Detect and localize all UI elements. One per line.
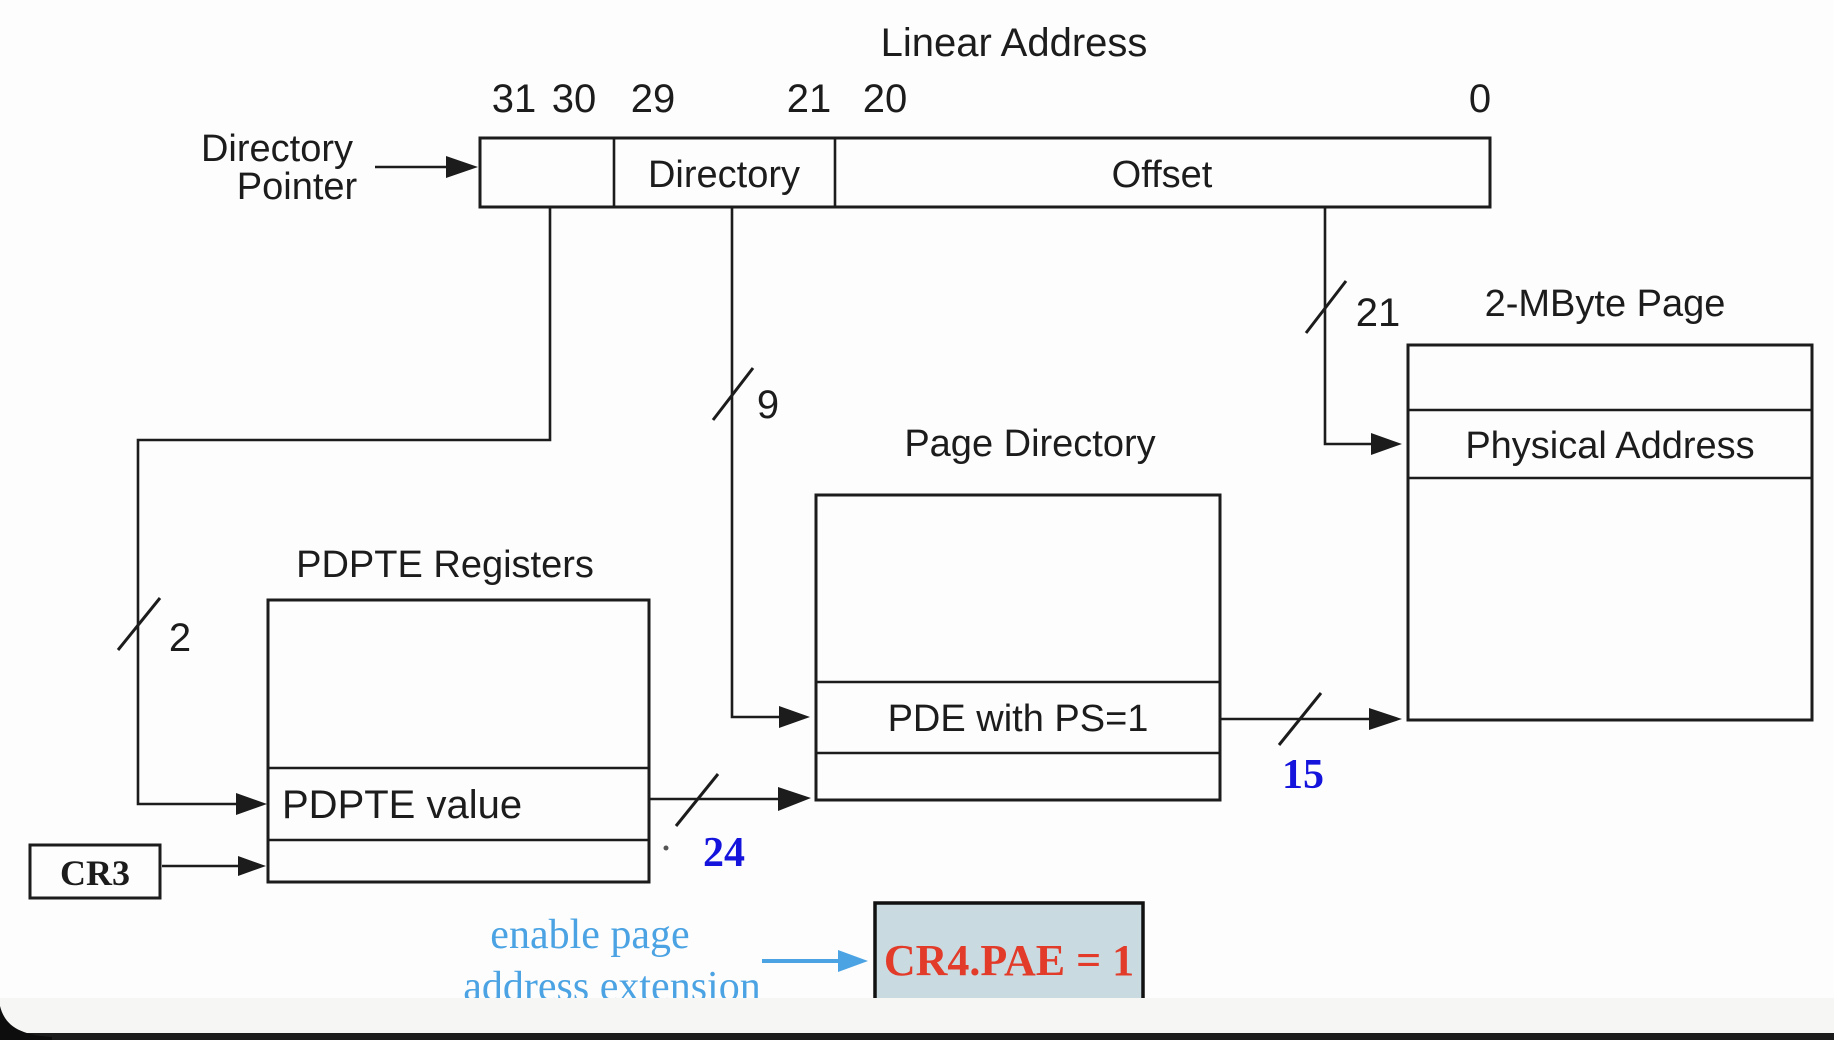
cr3-arrowhead-icon bbox=[238, 856, 266, 876]
bus-width-2-label: 2 bbox=[169, 616, 191, 660]
page-title: 2-MByte Page bbox=[1485, 283, 1726, 325]
section-offset-label: Offset bbox=[1112, 154, 1213, 196]
bus-offset-arrowhead-icon bbox=[1371, 433, 1402, 455]
physical-address-row-label: Physical Address bbox=[1465, 425, 1754, 467]
bit-label-20: 20 bbox=[863, 77, 908, 121]
bus-width-21-label: 21 bbox=[1356, 291, 1401, 335]
cr3-label: CR3 bbox=[60, 853, 130, 893]
bus-offset-line bbox=[1323, 207, 1384, 446]
bus-width-2-tick bbox=[116, 597, 162, 651]
annotation-arrowhead-icon bbox=[838, 950, 868, 972]
pdpte-registers-box bbox=[266, 598, 651, 884]
bus-width-24-tick bbox=[674, 773, 720, 827]
bottom-left-corner bbox=[0, 1006, 52, 1040]
pdpte-to-pd-arrowhead-icon bbox=[778, 787, 811, 811]
bit-label-31: 31 bbox=[492, 77, 537, 121]
linear-address-box bbox=[478, 136, 1492, 209]
directory-pointer-label-line1: Directory bbox=[201, 128, 353, 170]
bus-directory-pointer-line bbox=[136, 207, 552, 806]
pde-to-page-arrowhead-icon bbox=[1369, 708, 1402, 730]
pdpte-registers-title: PDPTE Registers bbox=[296, 544, 594, 586]
bottom-edge-bar bbox=[0, 1033, 1834, 1040]
pdpte-value-row-label: PDPTE value bbox=[282, 783, 522, 827]
cr3-box bbox=[28, 843, 162, 900]
bus-width-21-tick bbox=[1304, 280, 1348, 334]
bus-width-15-tick bbox=[1277, 692, 1323, 746]
bit-label-0: 0 bbox=[1469, 77, 1491, 121]
bit-labels: 31 30 29 21 20 0 bbox=[492, 77, 1491, 121]
page-directory-box bbox=[814, 493, 1222, 802]
bus-width-9-tick bbox=[711, 367, 755, 421]
bit-label-21: 21 bbox=[787, 77, 832, 121]
cr4-pae-label: CR4.PAE = 1 bbox=[884, 936, 1134, 985]
bus-width-9-label: 9 bbox=[757, 383, 779, 427]
bus-width-15-label: 15 bbox=[1282, 752, 1324, 798]
page-box bbox=[1406, 343, 1814, 722]
page-directory-title: Page Directory bbox=[904, 423, 1155, 465]
directory-pointer-arrowhead-icon bbox=[446, 156, 478, 178]
bit-label-29: 29 bbox=[631, 77, 676, 121]
bus-directory-line bbox=[730, 207, 792, 719]
bottom-band bbox=[0, 998, 1834, 1034]
section-directory-label: Directory bbox=[648, 154, 800, 196]
annotation-line1: enable page bbox=[490, 912, 689, 958]
directory-pointer-label-line2: Pointer bbox=[237, 166, 358, 208]
pde-row-label: PDE with PS=1 bbox=[888, 698, 1149, 740]
bit-label-30: 30 bbox=[552, 77, 597, 121]
bus-directory-arrowhead-icon bbox=[779, 706, 810, 728]
linear-address-title: Linear Address bbox=[881, 21, 1148, 65]
bus-width-24-label: 24 bbox=[703, 830, 745, 876]
bus-directory-pointer-arrowhead-icon bbox=[236, 793, 267, 815]
ink-speck bbox=[663, 845, 669, 851]
